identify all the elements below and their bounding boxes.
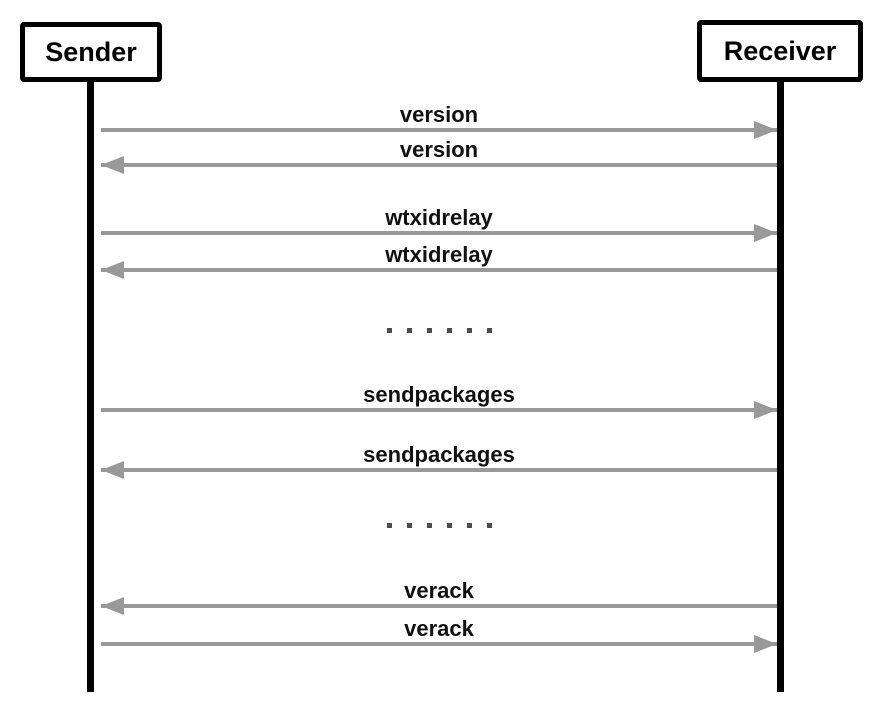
- receiver-lifeline: [777, 82, 784, 692]
- actor-box-sender: Sender: [20, 22, 162, 82]
- message-arrow-line: [101, 128, 777, 132]
- arrowhead-left-icon: [101, 461, 124, 479]
- ellipsis-dot: [446, 328, 452, 333]
- ellipsis-dot: [486, 328, 492, 333]
- message-arrow-line: [101, 642, 777, 646]
- arrowhead-left-icon: [101, 261, 124, 279]
- ellipsis-dot: [466, 328, 472, 333]
- arrowhead-right-icon: [754, 401, 777, 419]
- message-label: version: [399, 102, 479, 127]
- message-arrow-line: [101, 231, 777, 235]
- message-label: sendpackages: [363, 442, 515, 467]
- message-arrow-line: [101, 408, 777, 412]
- ellipsis-dot: [446, 523, 452, 528]
- ellipsis-dot: [426, 523, 432, 528]
- message-label: verack: [404, 578, 474, 603]
- arrowhead-right-icon: [754, 635, 777, 653]
- message-label: sendpackages: [363, 382, 515, 407]
- ellipsis-dot: [466, 523, 472, 528]
- arrowhead-left-icon: [101, 156, 124, 174]
- actor-box-receiver: Receiver: [697, 20, 863, 82]
- arrowhead-right-icon: [754, 121, 777, 139]
- ellipsis-row: [101, 523, 777, 528]
- message-arrow-line: [101, 163, 777, 167]
- arrowhead-right-icon: [754, 224, 777, 242]
- ellipsis-dot: [486, 523, 492, 528]
- ellipsis-row: [101, 328, 777, 333]
- message-label: version: [399, 137, 479, 162]
- message-arrow-line: [101, 604, 777, 608]
- ellipsis-dot: [406, 523, 412, 528]
- message-arrow-line: [101, 268, 777, 272]
- actor-label-receiver: Receiver: [723, 35, 837, 66]
- message-label: wtxidrelay: [385, 242, 493, 267]
- arrowhead-left-icon: [101, 597, 124, 615]
- message-label: verack: [404, 616, 474, 641]
- ellipsis-dot: [386, 328, 392, 333]
- ellipsis-dot: [406, 328, 412, 333]
- message-arrow-line: [101, 468, 777, 472]
- ellipsis-dot: [386, 523, 392, 528]
- actor-label-sender: Sender: [45, 36, 137, 67]
- message-label: wtxidrelay: [385, 205, 493, 230]
- sender-lifeline: [87, 82, 94, 692]
- ellipsis-dot: [426, 328, 432, 333]
